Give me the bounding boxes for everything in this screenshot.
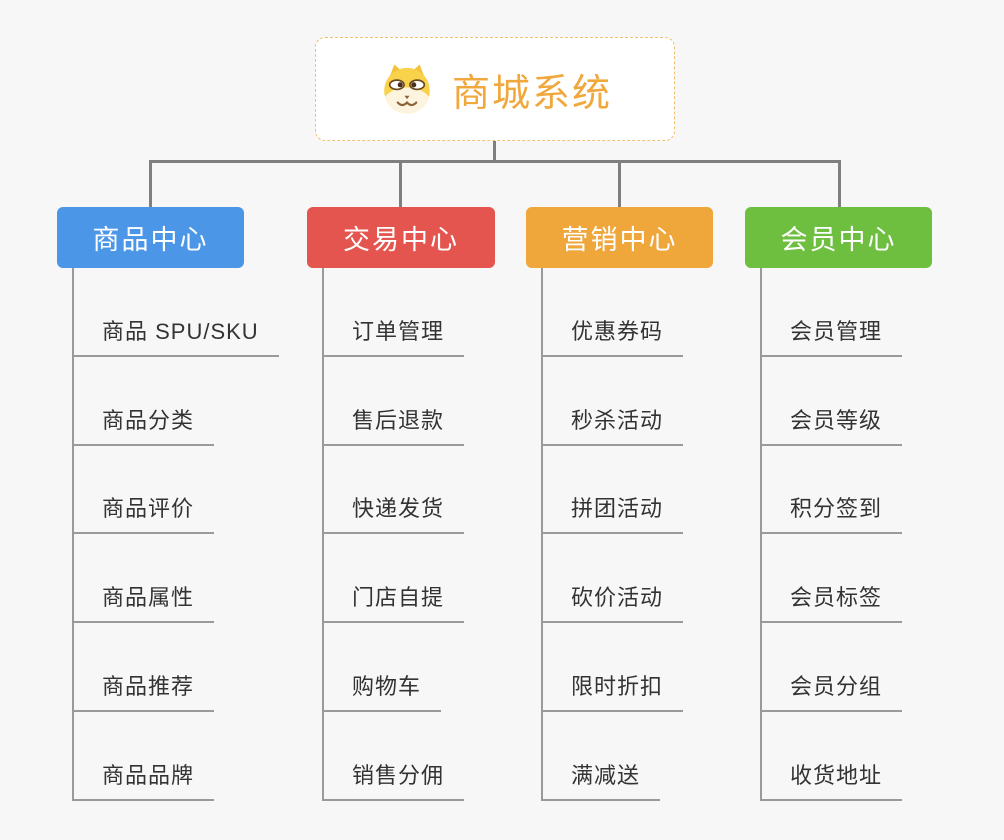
leaf-node[interactable]: 会员标签 xyxy=(760,534,903,624)
leaf-node[interactable]: 商品推荐 xyxy=(72,623,215,712)
connector-root-stem xyxy=(493,141,496,161)
leaf-node[interactable]: 满减送 xyxy=(541,712,661,801)
leaf-node[interactable]: 优惠券码 xyxy=(541,268,684,357)
connector-trunk xyxy=(149,160,841,163)
branch-node-member-center[interactable]: 会员中心 xyxy=(745,207,932,268)
leaf-node[interactable]: 快递发货 xyxy=(322,446,465,535)
leaf-node[interactable]: 会员管理 xyxy=(760,268,903,357)
branch-items-marketing-center: 优惠券码 秒杀活动 拼团活动 砍价活动 限时折扣 满减送 xyxy=(541,268,684,801)
leaf-node[interactable]: 会员等级 xyxy=(760,357,903,446)
connector-column-2 xyxy=(322,268,324,801)
leaf-node[interactable]: 拼团活动 xyxy=(541,446,684,535)
connector-drop-1 xyxy=(149,162,152,207)
branch-items-trade-center: 订单管理 售后退款 快递发货 门店自提 购物车 销售分佣 xyxy=(322,268,465,801)
branch-node-trade-center[interactable]: 交易中心 xyxy=(307,207,495,268)
connector-column-4 xyxy=(760,268,762,801)
connector-drop-3 xyxy=(618,162,621,207)
leaf-node[interactable]: 收货地址 xyxy=(760,712,903,801)
leaf-node[interactable]: 商品属性 xyxy=(72,534,215,624)
leaf-node[interactable]: 门店自提 xyxy=(322,534,465,624)
leaf-node[interactable]: 商品分类 xyxy=(72,357,215,446)
leaf-node[interactable]: 会员分组 xyxy=(760,623,903,712)
leaf-node[interactable]: 订单管理 xyxy=(322,268,465,357)
doge-icon xyxy=(384,64,430,114)
leaf-node[interactable]: 砍价活动 xyxy=(541,534,684,624)
leaf-node[interactable]: 销售分佣 xyxy=(322,712,465,801)
leaf-node[interactable]: 购物车 xyxy=(322,623,442,712)
leaf-node[interactable]: 商品 SPU/SKU xyxy=(72,268,279,357)
leaf-node[interactable]: 秒杀活动 xyxy=(541,357,684,446)
connector-drop-4 xyxy=(838,162,841,207)
connector-column-3 xyxy=(541,268,543,801)
leaf-node[interactable]: 售后退款 xyxy=(322,357,465,446)
leaf-node[interactable]: 商品品牌 xyxy=(72,712,215,801)
leaf-node[interactable]: 积分签到 xyxy=(760,446,903,535)
branch-items-product-center: 商品 SPU/SKU 商品分类 商品评价 商品属性 商品推荐 商品品牌 xyxy=(72,268,279,801)
leaf-node[interactable]: 商品评价 xyxy=(72,446,215,535)
branch-node-marketing-center[interactable]: 营销中心 xyxy=(526,207,713,268)
root-title: 商城系统 xyxy=(451,72,612,115)
root-node[interactable]: 商城系统 xyxy=(315,37,675,141)
connector-drop-2 xyxy=(399,162,402,207)
branch-node-product-center[interactable]: 商品中心 xyxy=(57,207,244,268)
connector-column-1 xyxy=(72,268,74,801)
branch-items-member-center: 会员管理 会员等级 积分签到 会员标签 会员分组 收货地址 xyxy=(760,268,903,801)
leaf-node[interactable]: 限时折扣 xyxy=(541,623,684,712)
